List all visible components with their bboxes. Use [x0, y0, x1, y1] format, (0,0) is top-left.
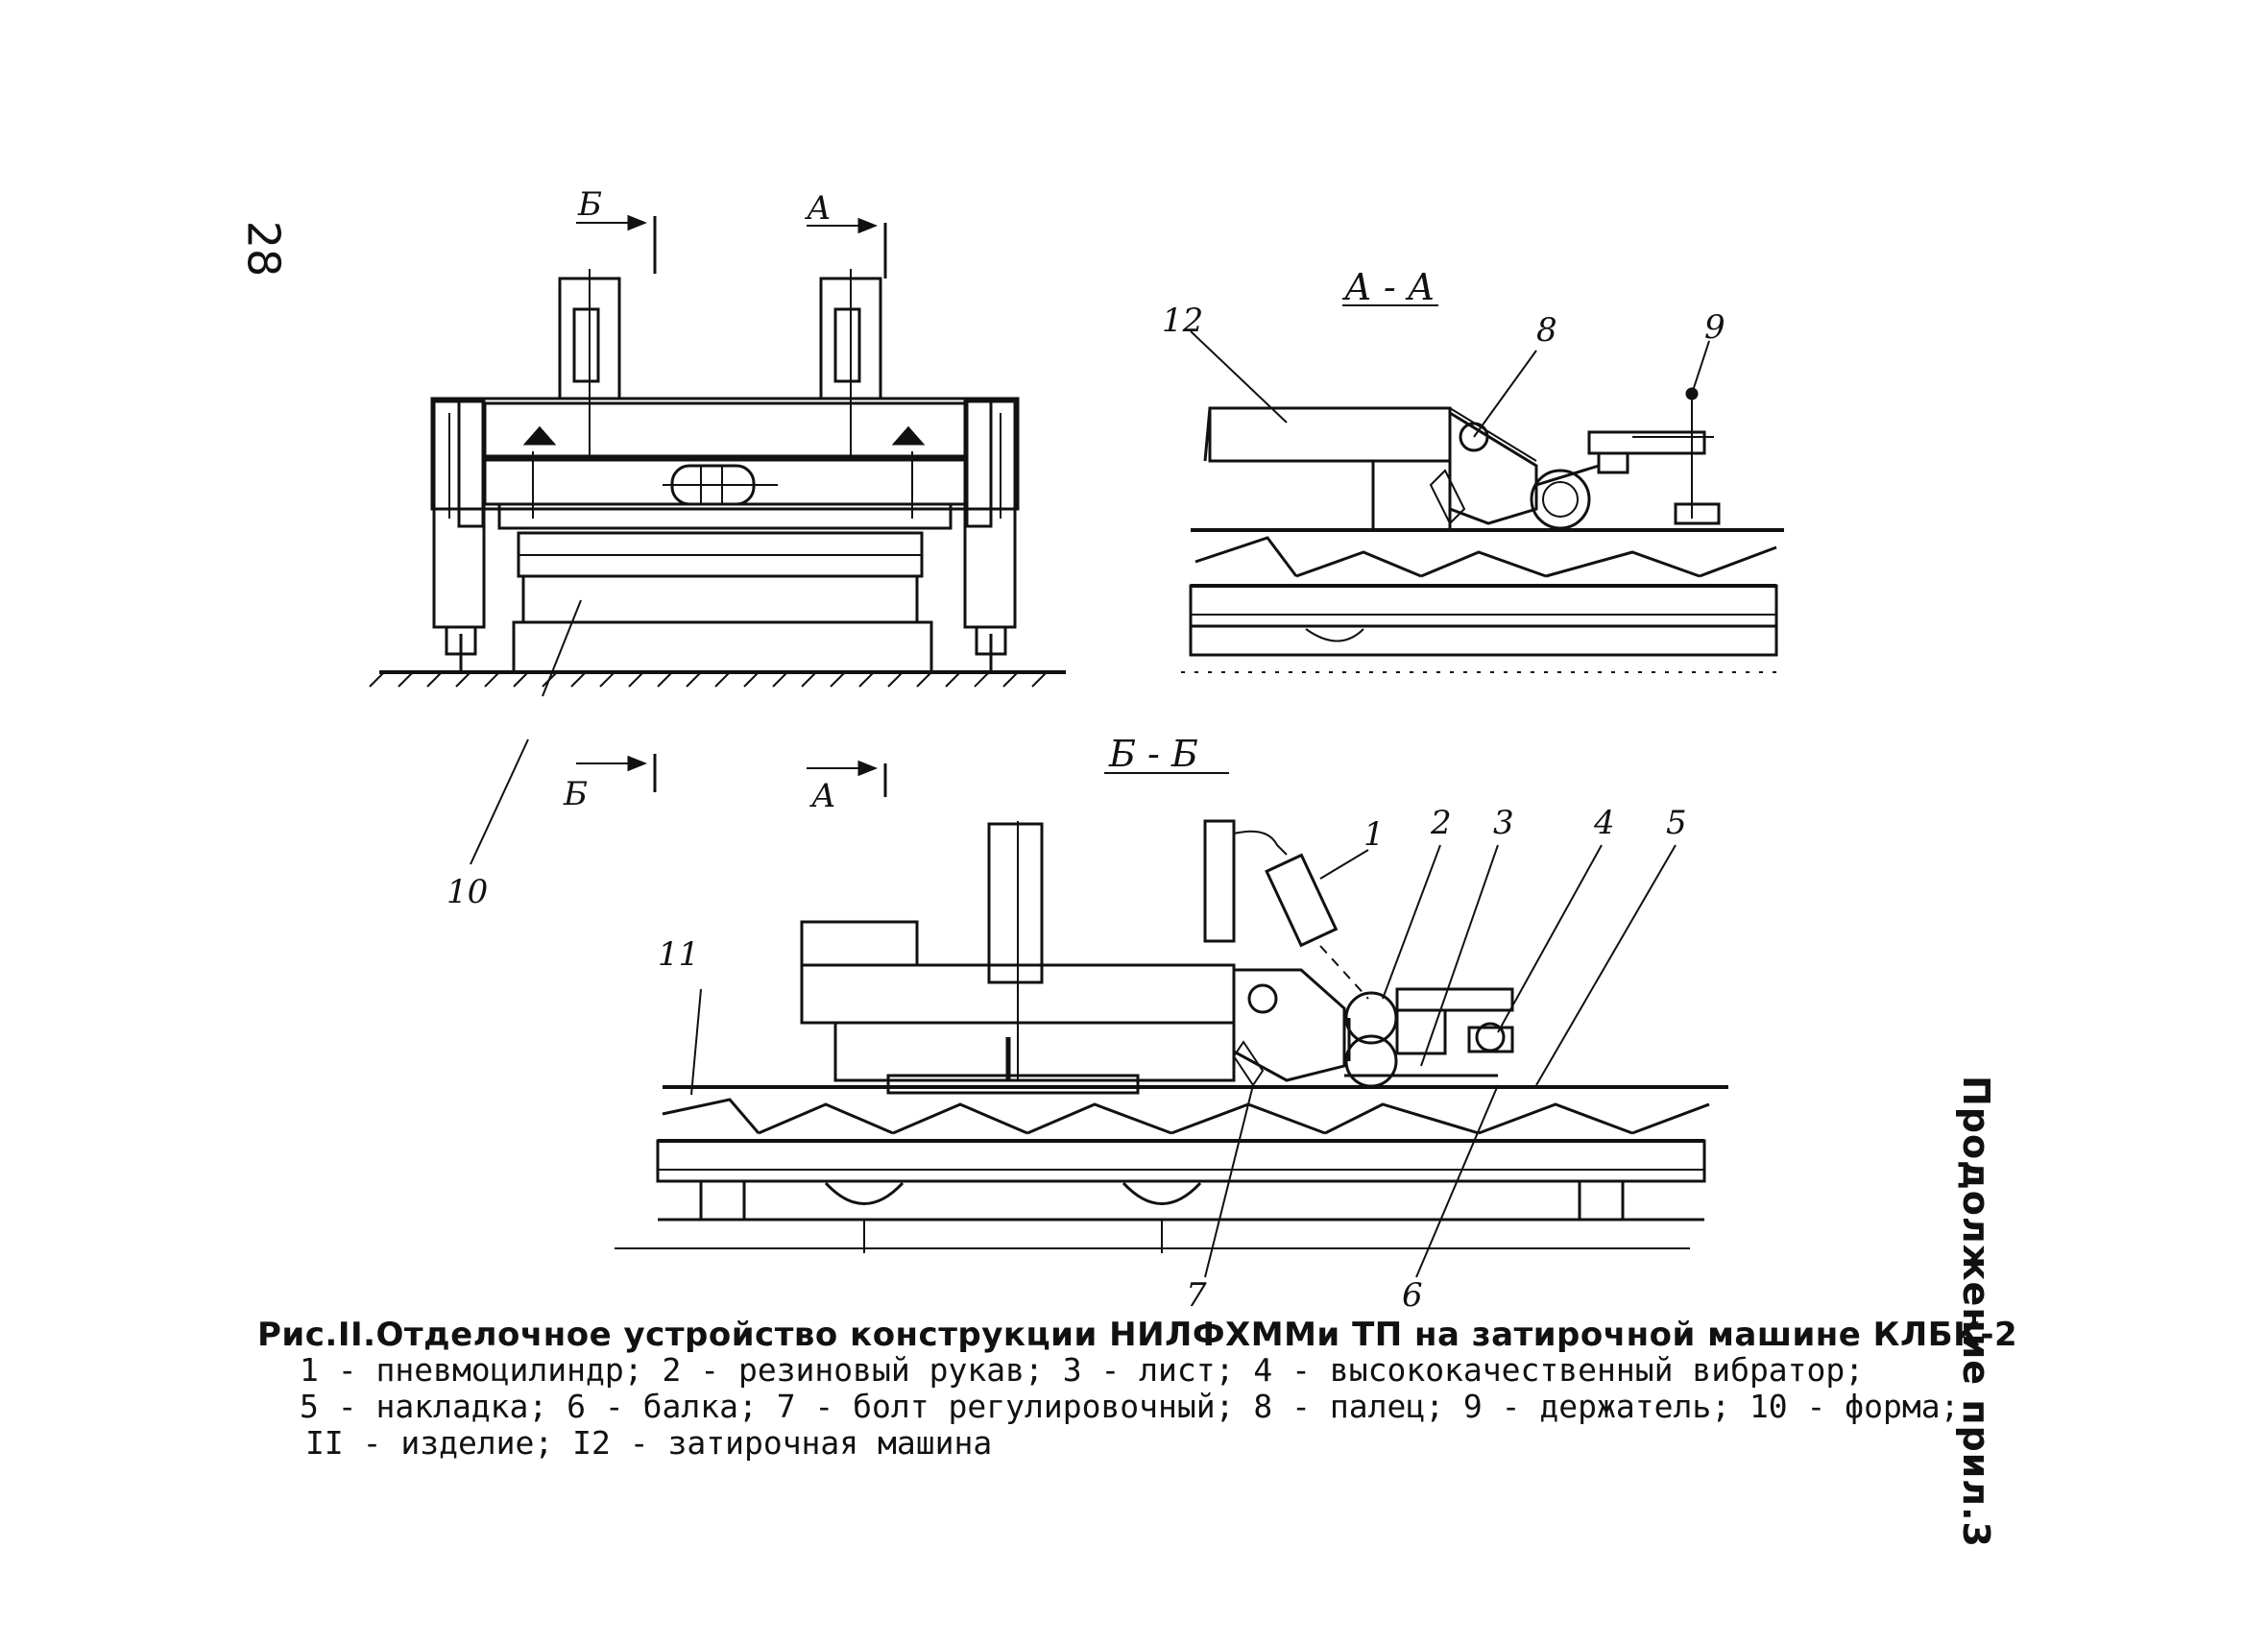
part-label-9: 9	[1704, 308, 1725, 347]
part-label-5: 5	[1666, 804, 1687, 842]
part-label-10: 10	[446, 873, 488, 911]
part-label-2: 2	[1430, 804, 1452, 842]
section-title-a-a: А - А	[1341, 266, 1436, 308]
front-view	[369, 214, 1066, 865]
figure-caption-title: Рис.II.Отделочное устройство конструкции…	[257, 1316, 2018, 1354]
part-label-11: 11	[658, 935, 699, 974]
section-a-a	[1181, 304, 1786, 673]
part-label-6: 6	[1402, 1276, 1423, 1315]
cut-mark-b-top: Б	[577, 185, 602, 224]
part-label-12: 12	[1162, 302, 1203, 340]
section-title-b-b: Б - Б	[1108, 733, 1198, 775]
cut-mark-b-bottom: Б	[563, 775, 588, 813]
part-label-1: 1	[1363, 815, 1385, 854]
section-b-b	[615, 772, 1728, 1278]
legend-line-1: 1 - пневмоцилиндр; 2 - резиновый рукав; …	[300, 1351, 1865, 1389]
cut-mark-a-top: А	[805, 189, 832, 228]
part-label-8: 8	[1536, 311, 1557, 350]
cut-mark-a-bottom: А	[809, 777, 836, 815]
part-label-3: 3	[1493, 804, 1514, 842]
legend-line-2: 5 - накладка; 6 - балка; 7 - болт регули…	[300, 1388, 1960, 1425]
part-label-7: 7	[1186, 1276, 1207, 1315]
part-label-4: 4	[1593, 804, 1615, 842]
legend-line-3: II - изделие; I2 - затирочная машина	[305, 1424, 993, 1462]
